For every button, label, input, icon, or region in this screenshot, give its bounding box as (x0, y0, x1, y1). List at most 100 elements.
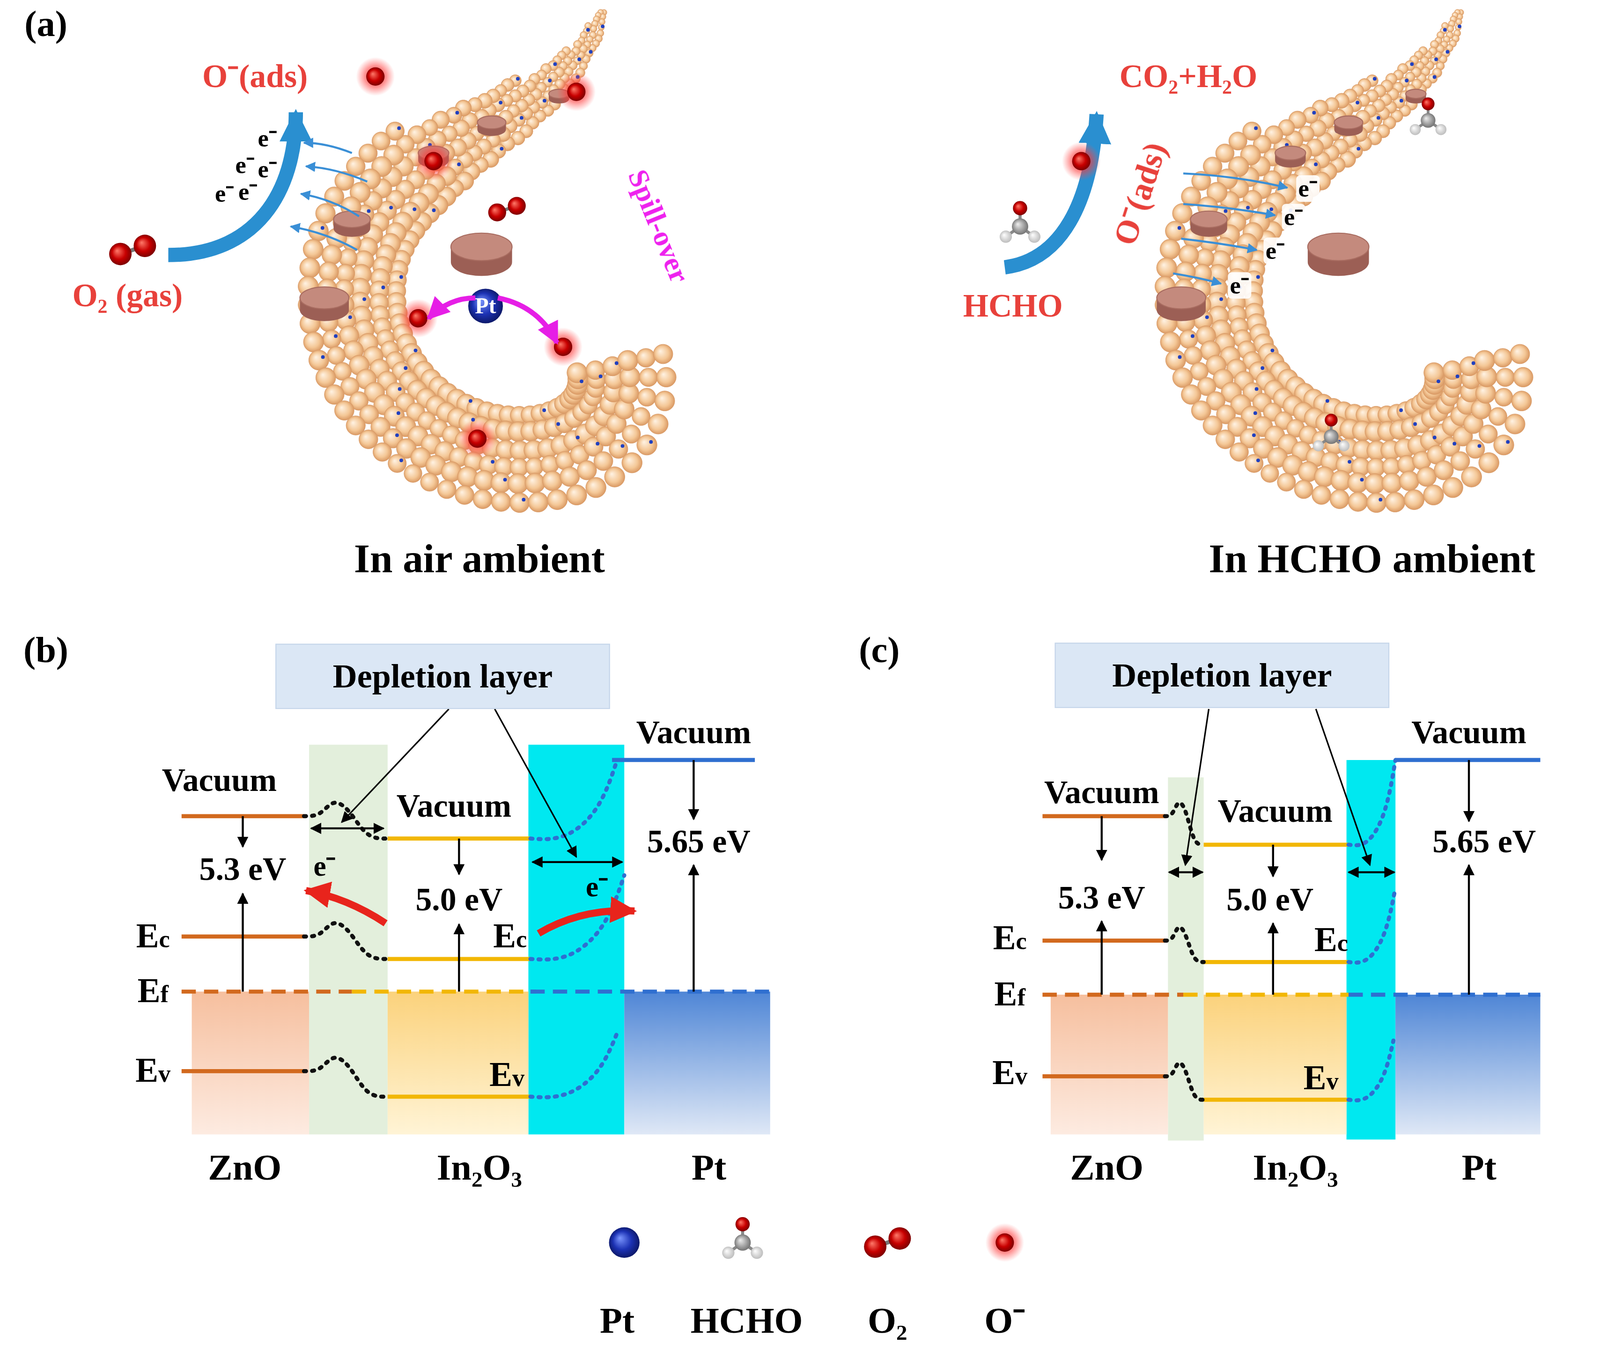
pt-nanodot (395, 433, 399, 437)
energy-value: 5.0 eV (1226, 881, 1314, 918)
energy-arrow (1100, 816, 1103, 861)
panel-label: (b) (23, 630, 69, 671)
nanoparticle (636, 435, 657, 456)
pt-nanodot (1409, 62, 1414, 67)
nanoparticle (542, 471, 563, 492)
nanoparticle (321, 244, 342, 266)
pt-nanodot (547, 78, 552, 83)
oxygen-ion (424, 152, 443, 171)
material-label: ZnO (207, 1147, 282, 1188)
oxygen-ion (567, 82, 586, 101)
energy-arrow (1272, 923, 1275, 995)
band-diagram (1042, 708, 1541, 1141)
pt-nanodot (413, 348, 418, 353)
nanoparticle (604, 466, 626, 488)
pt-nanodot (1312, 110, 1316, 115)
pt-nanodot (1313, 162, 1318, 167)
pt-nanodot (1246, 205, 1250, 210)
pt-nanodot (519, 116, 524, 120)
electron-label: e⁻ (257, 125, 277, 153)
level-label: Ec (1314, 921, 1349, 960)
pt-nanodot (457, 162, 461, 167)
nanoparticle (566, 484, 587, 505)
oxygen-atom (1324, 413, 1338, 427)
pt-nanodot (403, 366, 408, 370)
nanoparticle (1416, 466, 1437, 487)
pt-nanodot (589, 50, 593, 54)
depletion-region (1167, 777, 1204, 1141)
hydrogen-atom (1435, 124, 1447, 136)
nanoparticle (1329, 489, 1350, 509)
in2o3-band-level (1203, 1097, 1349, 1102)
oxygen-ion-glow (413, 141, 453, 181)
zno-band-level (181, 1069, 304, 1074)
band-bending (303, 922, 388, 959)
in2o3-band-level (387, 1094, 531, 1099)
level-label: Ev (135, 1052, 171, 1091)
pt-nanodot (320, 226, 325, 230)
energy-arrow (1467, 759, 1470, 822)
pt-nanodot (614, 361, 619, 366)
pt-nanodot (1413, 422, 1417, 427)
oxygen-atom (735, 1216, 750, 1232)
oxygen-atom (133, 234, 156, 258)
hydrogen-atom (1312, 440, 1325, 452)
zno-disk (1156, 287, 1206, 310)
nanoparticle (1179, 329, 1198, 349)
nanoparticle (567, 362, 588, 384)
pt-nanodot (1399, 98, 1404, 103)
oxygen-atom (863, 1235, 887, 1258)
oxygen-atom (507, 196, 526, 215)
nanoparticle (547, 489, 568, 510)
panel-label: (a) (24, 4, 67, 45)
in2o3-fill (387, 991, 529, 1135)
nanoparticle (1493, 348, 1512, 368)
carbon-atom (1011, 218, 1029, 235)
level-label: Vacuum (162, 762, 277, 799)
pt-nanodot (503, 477, 508, 482)
nanoparticle (388, 454, 407, 473)
pt-nanodot (1355, 100, 1360, 105)
nanoparticle (1172, 203, 1193, 224)
nanoparticle (639, 368, 658, 387)
nanoparticle (636, 348, 656, 368)
particle-group (109, 57, 1447, 458)
nanoparticle (1165, 349, 1186, 370)
pt-nanodot (432, 208, 436, 213)
nanoparticle (373, 442, 392, 462)
fiber-guide (352, 12, 623, 459)
electron-label: e⁻ (1227, 272, 1251, 299)
nanoparticle (1156, 257, 1177, 278)
width-arrow (1348, 870, 1395, 873)
oxygen-atom (488, 203, 507, 222)
legend-label: Pt (599, 1300, 635, 1342)
platinum-particle (468, 288, 503, 324)
nanoparticle (299, 257, 320, 278)
pt-nanodot (348, 315, 353, 319)
oxygen-atom (1421, 97, 1435, 111)
nanoparticle (1184, 346, 1203, 365)
pt-nanodot (1360, 477, 1365, 482)
nanoparticle (656, 367, 677, 387)
nanoparticle (1504, 413, 1526, 435)
band-bending (1348, 887, 1396, 963)
hydrogen-atom (722, 1246, 735, 1259)
nanoparticle (1511, 390, 1532, 412)
band-bending (1164, 802, 1204, 845)
condition-caption: In air ambient (353, 536, 605, 582)
fermi-level (1042, 992, 1184, 997)
nanoparticle (1312, 485, 1332, 505)
nanoparticle (1399, 471, 1420, 492)
nanoparticle (1159, 239, 1180, 260)
nanoparticle (303, 331, 324, 353)
pt-nanodot (1177, 226, 1182, 230)
nanoparticle (1229, 442, 1249, 462)
pt-nanodot (542, 408, 546, 413)
pt-nanodot (542, 98, 547, 103)
band-bending (303, 1057, 388, 1097)
species-label: O⁻(ads) (202, 58, 308, 95)
energy-value: 5.65 eV (1432, 823, 1536, 860)
pt-nanodot (1399, 408, 1403, 413)
oxygen-ion (1072, 152, 1091, 171)
nanoparticle (437, 479, 457, 499)
